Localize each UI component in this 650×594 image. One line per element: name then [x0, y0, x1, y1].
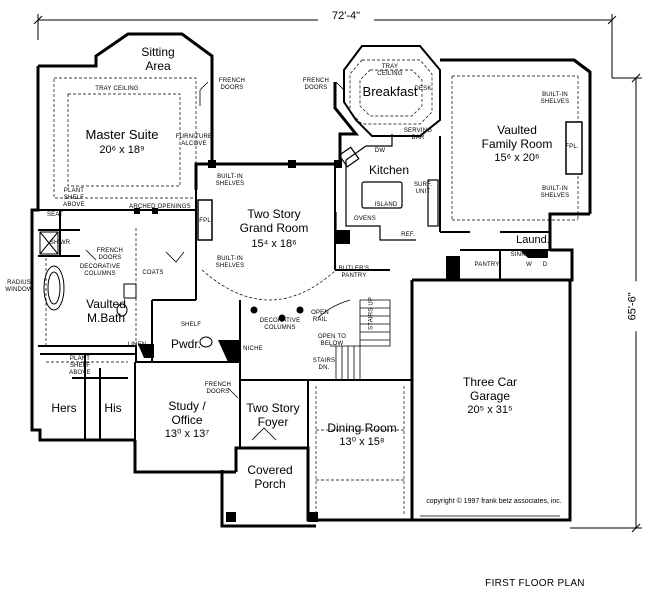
plan-title: FIRST FLOOR PLAN	[485, 578, 585, 589]
note-butlers-pantry: BUTLER'S PANTRY	[338, 266, 370, 279]
closet-hers: Hers	[51, 401, 77, 415]
overall-depth-label: 65'-6"	[626, 281, 640, 332]
room-porch: Covered Porch	[247, 463, 293, 491]
note-plant-shelf-master: PLANT SHELF ABOVE	[63, 188, 85, 208]
note-arched-openings: ARCHED OPENINGS	[129, 204, 191, 210]
room-kitchen: Kitchen	[368, 163, 410, 177]
overall-width-label: 72'-4"	[318, 10, 374, 23]
room-dining: Dining Room	[327, 421, 397, 435]
note-french-doors-sitting: FRENCH DOORS	[218, 78, 246, 91]
room-study: Study / Office	[168, 399, 206, 427]
note-built-in-shelves-3: BUILT-IN SHELVES	[540, 92, 570, 105]
note-dw: DW	[374, 148, 386, 154]
note-ref: REF.	[401, 232, 415, 238]
note-built-in-shelves-1: BUILT-IN SHELVES	[215, 174, 245, 187]
room-breakfast: Breakfast	[362, 84, 418, 99]
room-foyer: Two Story Foyer	[246, 401, 300, 429]
room-powder: Pwdr.	[170, 337, 201, 351]
note-island: ISLAND	[374, 202, 398, 208]
exterior-walls	[30, 32, 592, 528]
note-stairs-dn: STAIRS DN.	[312, 358, 336, 371]
room-grand-room-dims: 15⁴ x 18⁶	[251, 238, 297, 250]
note-serving-bar: SERVING BAR	[403, 128, 433, 141]
note-surf-unit: SURF. UNIT	[413, 182, 433, 195]
note-pantry: PANTRY	[474, 262, 500, 268]
note-french-doors-breakfast: FRENCH DOORS	[302, 78, 330, 91]
note-washer: W	[526, 262, 532, 268]
kitchen-counters	[335, 134, 439, 241]
note-coats: COATS	[142, 270, 164, 276]
note-niche: NICHE	[243, 346, 263, 352]
room-master-suite: Master Suite	[85, 127, 159, 142]
note-dryer: D	[542, 262, 548, 268]
room-sitting-area: Sitting Area	[141, 45, 175, 73]
bath-fixtures	[39, 231, 213, 348]
note-open-to-below: OPEN TO BELOW	[317, 334, 347, 347]
note-built-in-shelves-4: BUILT-IN SHELVES	[540, 186, 570, 199]
room-grand-room: Two Story Grand Room	[239, 207, 309, 235]
note-radius-window: RADIUS WINDOW	[5, 280, 33, 293]
copyright-note: copyright © 1997 frank betz associates, …	[426, 498, 562, 505]
note-ovens: OVENS	[353, 216, 376, 222]
kitchen-island	[361, 181, 403, 209]
note-plant-shelf-closet: PLANT SHELF ABOVE	[69, 356, 91, 376]
note-french-doors-bath: FRENCH DOORS	[96, 248, 124, 261]
note-open-rail: OPEN RAIL	[311, 310, 329, 323]
note-sink: SINK	[510, 252, 526, 258]
note-desk: DESK	[414, 86, 432, 92]
note-built-in-shelves-2: BUILT-IN SHELVES	[215, 256, 245, 269]
note-seat: SEAT	[46, 212, 64, 218]
room-garage-dims: 20⁵ x 31⁵	[467, 404, 513, 416]
room-family-room-dims: 15⁶ x 20⁶	[494, 152, 540, 164]
columns-and-solids	[134, 160, 548, 522]
fireplaces	[197, 121, 583, 241]
room-family-room: Vaulted Family Room	[481, 123, 553, 151]
closet-his: His	[104, 401, 122, 415]
note-shower: SH'WR	[49, 240, 71, 246]
note-fpl-grand: FPL.	[199, 218, 213, 224]
stairs	[317, 299, 391, 381]
note-tray-ceiling-breakfast: TRAY CEILING	[377, 64, 403, 77]
note-furniture-alcove: FURNITURE ALCOVE	[175, 134, 213, 147]
room-master-bath: Vaulted M.Bath	[86, 297, 126, 325]
note-french-doors-study: FRENCH DOORS	[204, 382, 232, 395]
note-decorative-columns-grand: DECORATIVE COLUMNS	[259, 318, 301, 331]
room-dining-dims: 13⁰ x 15⁸	[339, 436, 385, 448]
note-stairs-up: STAIRS UP	[368, 296, 375, 330]
note-shelf: SHELF	[180, 322, 202, 328]
note-tray-ceiling-master: TRAY CEILING	[95, 86, 139, 92]
room-master-suite-dims: 20⁶ x 18⁹	[99, 144, 145, 156]
note-linen: LINEN	[127, 342, 147, 348]
door-swings	[85, 81, 345, 441]
interior-walls	[38, 136, 550, 448]
room-garage: Three Car Garage	[462, 375, 518, 403]
note-fpl-family: FPL.	[565, 144, 579, 150]
room-study-dims: 13⁰ x 13⁷	[164, 428, 210, 440]
room-laundry: Laund.	[516, 234, 550, 246]
note-decorative-columns-bath: DECORATIVE COLUMNS	[79, 264, 121, 277]
